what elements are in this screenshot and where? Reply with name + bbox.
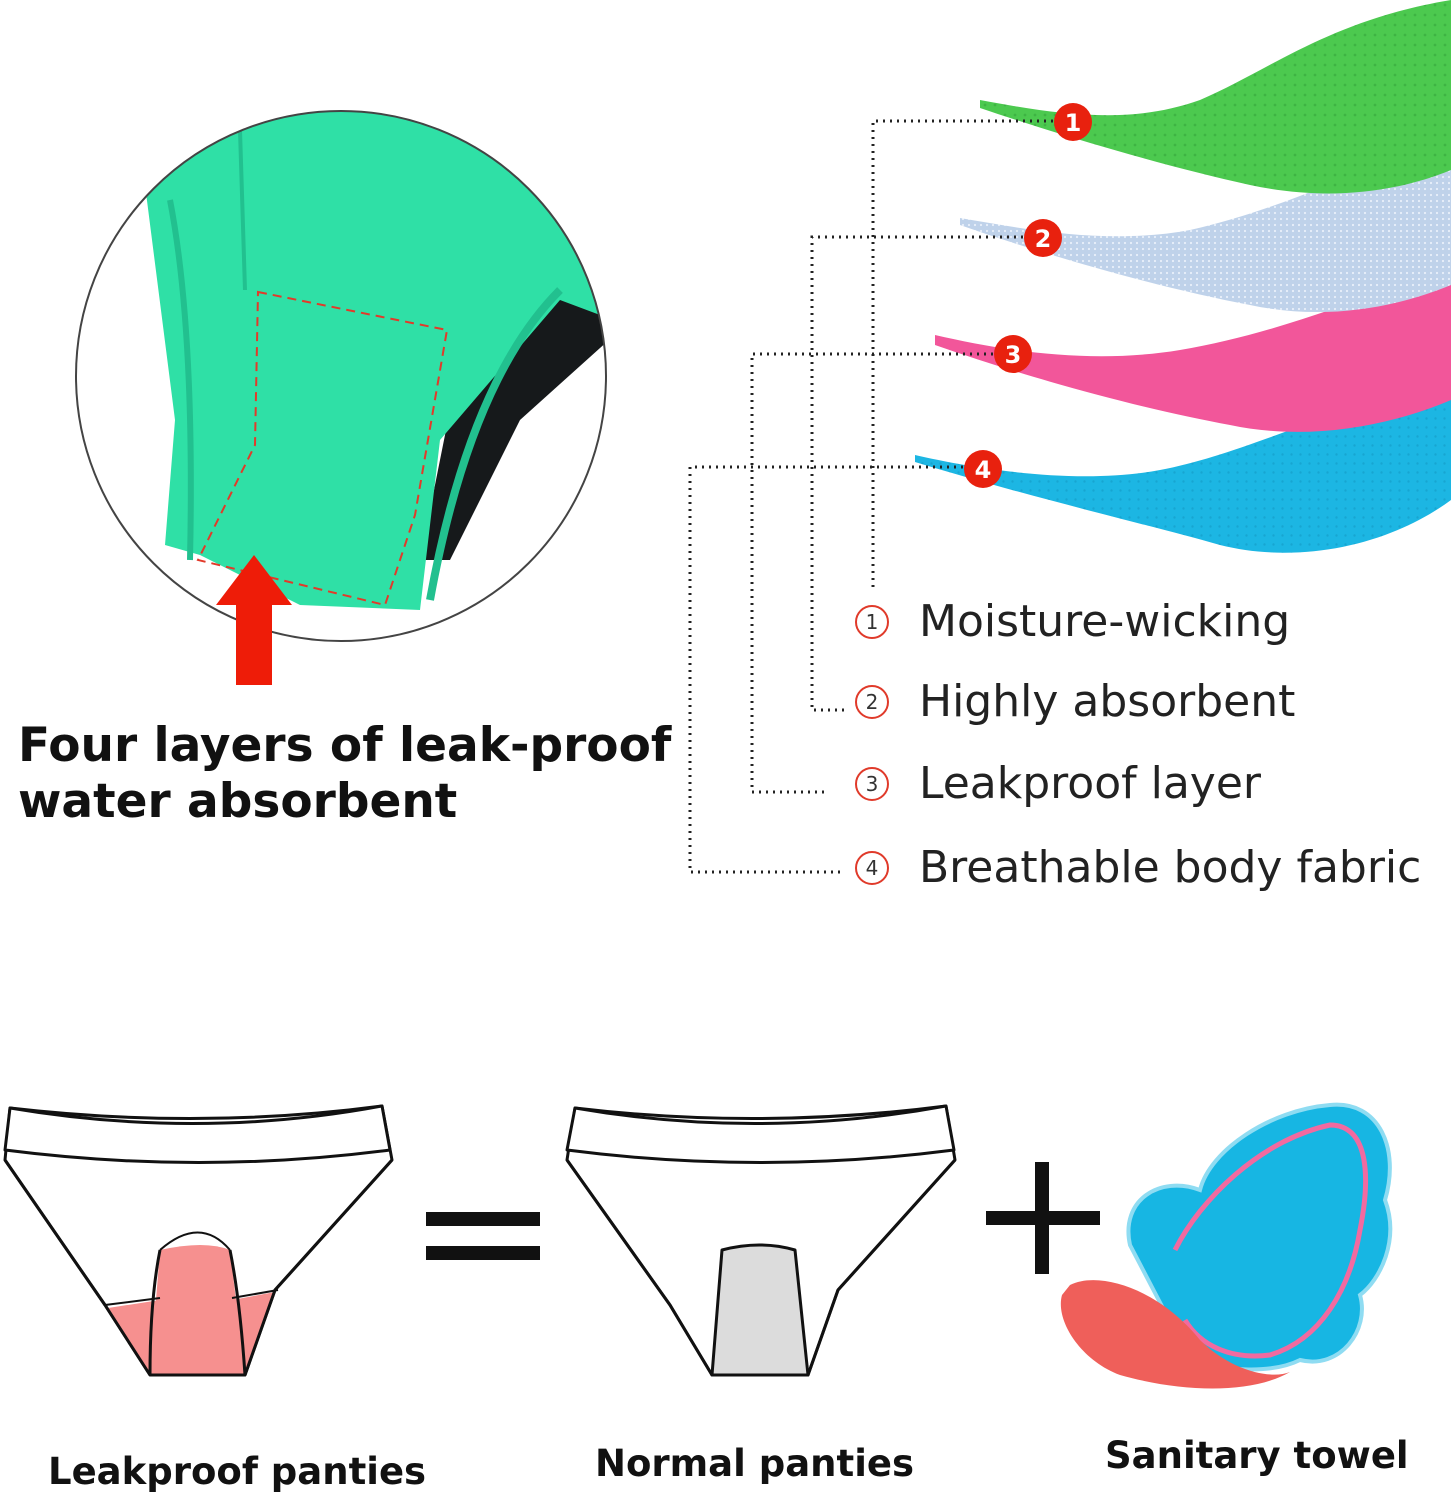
normal-panties-illustration [565, 1104, 957, 1377]
legend-item-breathable-body-fabric: 4 Breathable body fabric [855, 842, 1421, 893]
caption-line-2: water absorbent [18, 774, 458, 829]
layer-4-badge: 4 [964, 450, 1002, 488]
legend-number-3: 3 [855, 766, 889, 801]
legend-label-1: Moisture-wicking [919, 596, 1291, 647]
svg-text:4: 4 [975, 456, 992, 484]
legend-label-3: Leakproof layer [919, 758, 1262, 809]
normal-panties-label: Normal panties [595, 1442, 914, 1485]
legend-number-2: 2 [855, 684, 889, 719]
legend-number-1: 1 [855, 604, 889, 639]
layer-2-badge: 2 [1024, 219, 1062, 257]
svg-text:2: 2 [1035, 225, 1052, 253]
equals-sign-icon [426, 1212, 540, 1260]
caption-line-1: Four layers of leak-proof [18, 718, 672, 773]
legend-label-2: Highly absorbent [919, 676, 1296, 727]
gusset-dashed-outline [196, 290, 449, 607]
svg-text:3: 3 [1005, 341, 1022, 369]
layer-2-sheet [960, 135, 1451, 313]
leakproof-caption: Four layers of leak-proof water absorben… [18, 718, 671, 830]
fabric-closeup-circle [75, 110, 607, 642]
layer-1-badge: 1 [1054, 103, 1092, 141]
svg-text:1: 1 [1065, 109, 1082, 137]
legend-number-4: 4 [855, 850, 889, 885]
leader-lines [688, 119, 1060, 874]
legend-item-moisture-wicking: 1 Moisture-wicking [855, 596, 1290, 647]
legend-label-4: Breathable body fabric [919, 842, 1422, 893]
legend-item-highly-absorbent: 2 Highly absorbent [855, 676, 1295, 727]
plus-sign-icon [986, 1162, 1100, 1274]
sanitary-towel-label: Sanitary towel [1105, 1434, 1409, 1477]
layer-3-badge: 3 [994, 335, 1032, 373]
red-up-arrow-icon [216, 555, 292, 685]
layer-3-sheet [935, 265, 1451, 432]
legend-item-leakproof-layer: 3 Leakproof layer [855, 758, 1261, 809]
sanitary-towel-illustration [1060, 1102, 1393, 1389]
green-fabric [145, 111, 606, 610]
layer-sheets [915, 0, 1451, 553]
layer-badges: 1 2 3 4 [964, 103, 1092, 488]
leakproof-panties-label: Leakproof panties [48, 1450, 427, 1493]
leakproof-panties-illustration [3, 1104, 394, 1377]
